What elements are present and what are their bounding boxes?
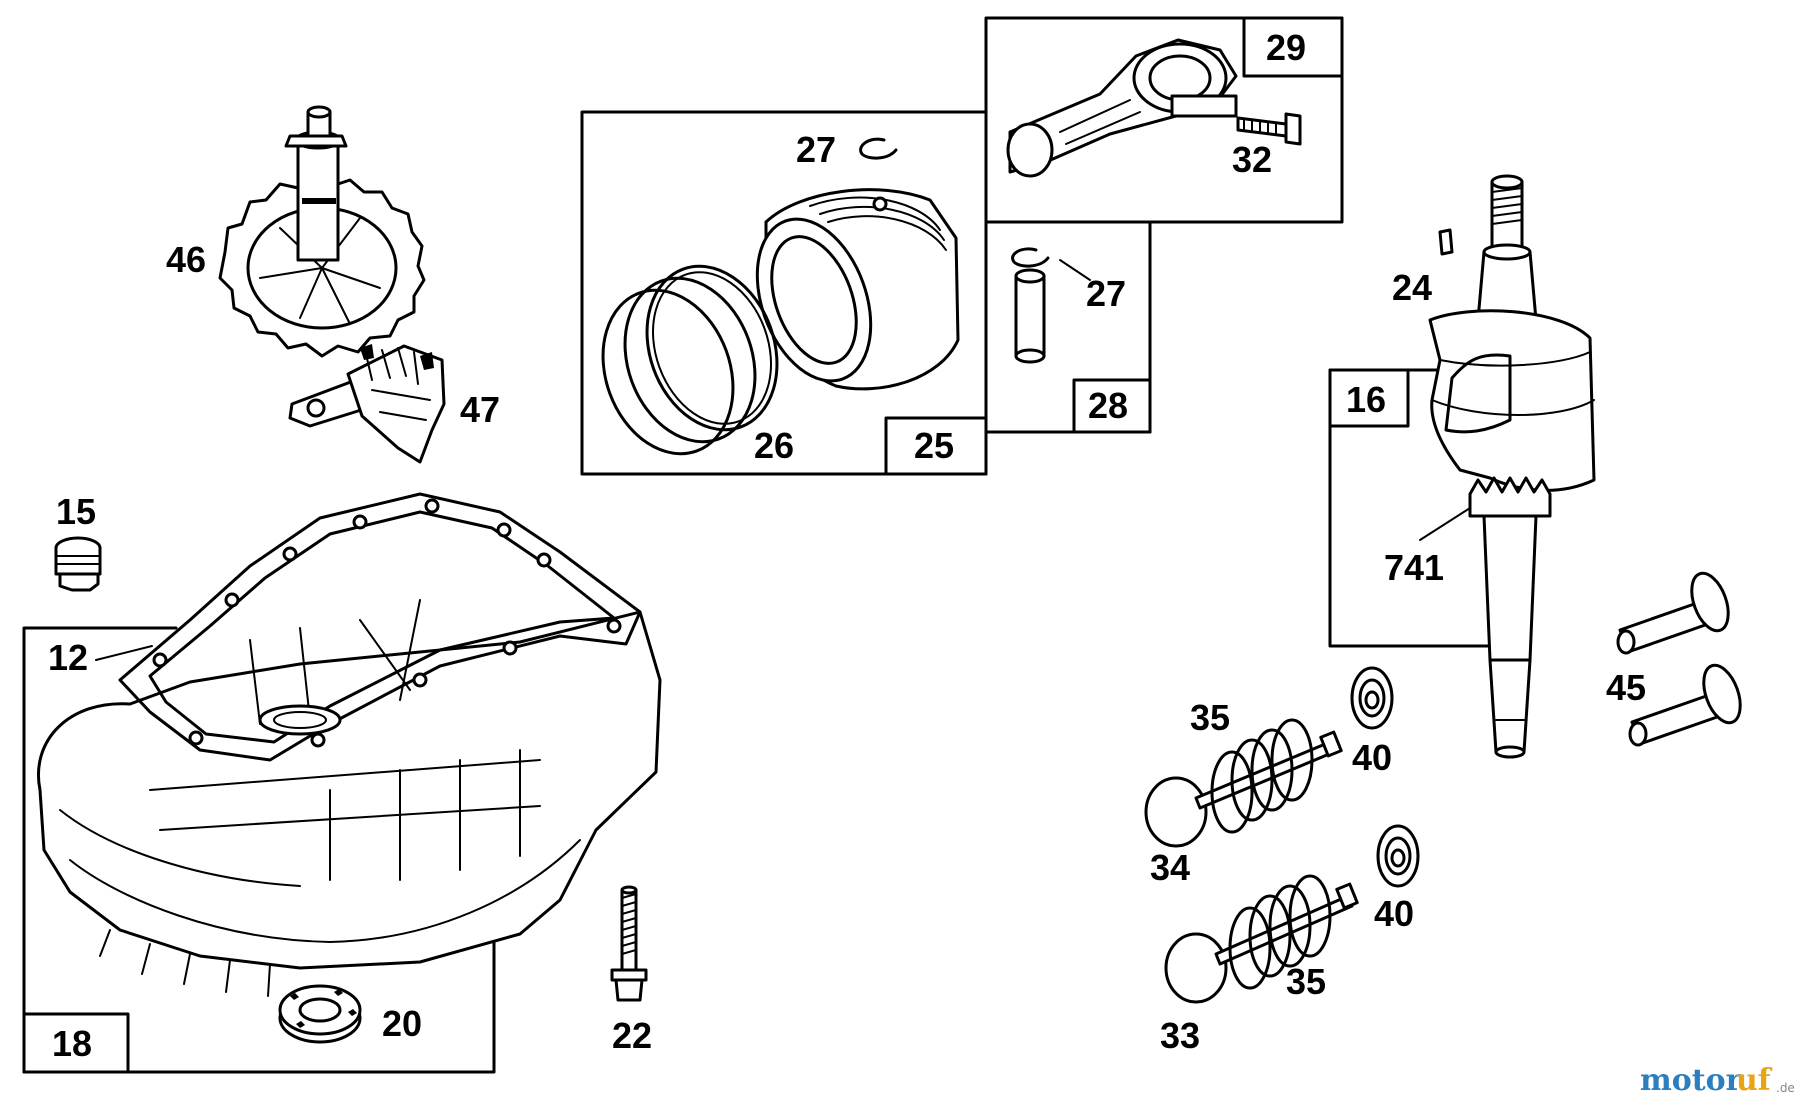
box-29 (984, 16, 1344, 224)
bolt-22-drawing (610, 885, 648, 1002)
label-24: 24 (1392, 267, 1432, 308)
kit-boxes (22, 16, 1500, 1074)
governor-gear-drawing (218, 105, 426, 358)
oil-seal-drawing (278, 984, 362, 1044)
piston-drawing (755, 188, 960, 391)
label-45: 45 (1606, 667, 1646, 708)
gasket-bolt-holes (152, 498, 622, 748)
label-40a: 40 (1352, 737, 1392, 778)
label-12: 12 (48, 637, 88, 678)
label-33: 33 (1160, 1015, 1200, 1056)
label-46: 46 (166, 239, 206, 280)
label-26: 26 (754, 425, 794, 466)
bolt-32-drawing (1236, 112, 1302, 146)
key-24-drawing (1438, 228, 1454, 256)
label-34: 34 (1150, 847, 1190, 888)
label-29: 29 (1266, 27, 1306, 68)
watermark-part2: uf (1736, 1063, 1773, 1098)
box-18-tag (22, 1012, 130, 1074)
label-28: 28 (1088, 385, 1128, 426)
box-25-tag (884, 416, 988, 476)
label-16: 16 (1346, 379, 1386, 420)
piston-rings-drawing (601, 264, 779, 456)
gear-shaft (284, 105, 348, 262)
spring-35a-drawing (1210, 718, 1314, 834)
label-47: 47 (460, 389, 500, 430)
connecting-rod-drawing (1006, 38, 1238, 178)
box-28 (984, 220, 1152, 434)
tappet-upper-drawing (1616, 571, 1730, 655)
sump-drawing (37, 492, 662, 997)
valve-33-drawing (1164, 882, 1359, 1004)
label-18: 18 (52, 1023, 92, 1064)
label-27a: 27 (796, 129, 836, 170)
spring-35b-drawing (1228, 874, 1332, 990)
gear-teeth (218, 176, 426, 358)
callout-labels: 46 47 15 12 18 20 22 25 26 27 29 32 27 2… (48, 27, 1646, 1064)
watermark: motor uf .de (1640, 1063, 1795, 1098)
retainer-40b-drawing (1376, 824, 1420, 888)
label-20: 20 (382, 1003, 422, 1044)
crankshaft-drawing (1419, 174, 1596, 759)
label-35a: 35 (1190, 697, 1230, 738)
box-16-tag (1328, 368, 1410, 428)
label-25: 25 (914, 425, 954, 466)
tappet-lower-drawing (1628, 663, 1742, 747)
governor-linkage-drawing (288, 344, 446, 464)
watermark-part1: motor (1640, 1063, 1743, 1098)
circlip-27b-drawing (1011, 247, 1091, 281)
label-40b: 40 (1374, 893, 1414, 934)
box-29-tag (1242, 16, 1344, 78)
label-741: 741 (1384, 547, 1444, 588)
label-27b: 27 (1086, 273, 1126, 314)
valve-34-drawing (1144, 730, 1343, 848)
retainer-40a-drawing (1350, 666, 1394, 730)
label-32: 32 (1232, 139, 1272, 180)
drain-plug-drawing (54, 536, 102, 592)
piston-pin-drawing (1014, 268, 1046, 364)
box-28-tag (1072, 378, 1152, 434)
circlip-27a-drawing (859, 137, 898, 160)
watermark-suffix: .de (1776, 1081, 1795, 1095)
label-22: 22 (612, 1015, 652, 1056)
label-15: 15 (56, 491, 96, 532)
label-35b: 35 (1286, 961, 1326, 1002)
